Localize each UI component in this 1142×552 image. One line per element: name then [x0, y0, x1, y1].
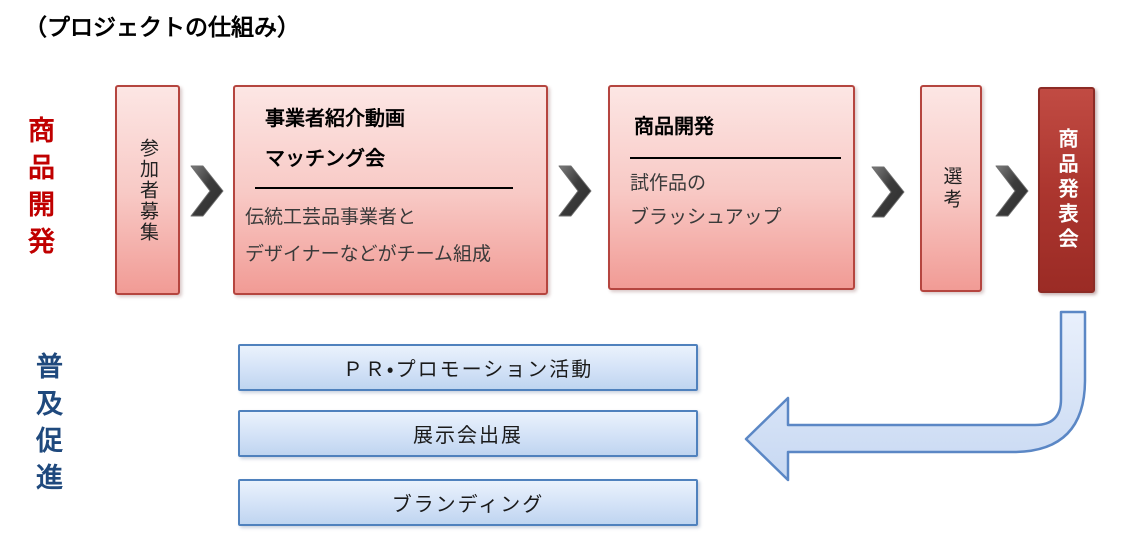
matching-title-line1: 事業者紹介動画 [265, 108, 405, 130]
step-box-selection: 選考 [920, 85, 982, 292]
dev-body-line1: 試作品の [630, 173, 707, 194]
matching-body-line2: デザイナーなどがチーム組成 [245, 244, 492, 265]
step-box-participant-recruitment: 参加者募集 [115, 85, 180, 295]
row-label-promotion: 普及促進 [32, 352, 62, 500]
matching-body-line1: 伝統工芸品事業者と [245, 207, 417, 228]
matching-title-line2: マッチング会 [265, 148, 385, 170]
divider-line [255, 187, 513, 189]
chevron-right-icon [558, 165, 592, 217]
promotion-item-exhibition: 展示会出展 [238, 410, 698, 457]
step-box-product-presentation: 商品発表会 [1038, 87, 1095, 293]
chevron-right-icon [871, 166, 905, 218]
promotion-item-branding: ブランディング [238, 479, 698, 526]
dev-box-title: 商品開発 [634, 116, 714, 138]
chevron-right-icon [190, 165, 224, 217]
promotion-item-pr: ＰＲ・プロモーション活動 [238, 344, 698, 391]
elbow-arrow-icon [740, 305, 1100, 490]
matching-box-title: 事業者紹介動画 マッチング会 [265, 99, 516, 179]
step-box-matching-event: 事業者紹介動画 マッチング会 伝統工芸品事業者と デザイナーなどがチーム組成 [233, 85, 548, 295]
row-label-product-development: 商品開発 [24, 116, 54, 264]
divider-line [630, 157, 841, 159]
page-title: （プロジェクトの仕組み） [24, 14, 300, 40]
chevron-right-icon [995, 165, 1029, 217]
dev-body-line2: ブラッシュアップ [630, 207, 782, 228]
step-box-product-development: 商品開発 試作品の ブラッシュアップ [608, 85, 855, 290]
dev-box-description: 試作品の ブラッシュアップ [630, 167, 843, 235]
matching-box-description: 伝統工芸品事業者と デザイナーなどがチーム組成 [245, 199, 536, 273]
